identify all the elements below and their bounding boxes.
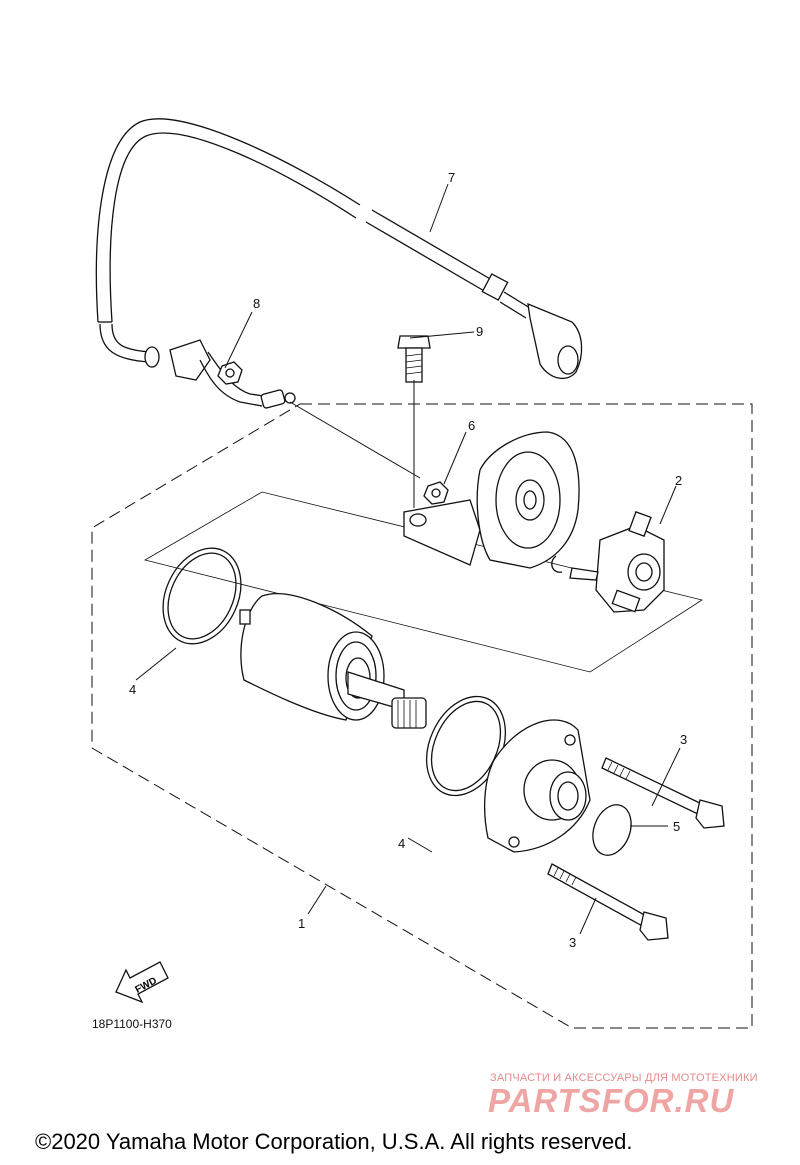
bolt-part-9: [397, 335, 431, 383]
callout-8: 8: [253, 296, 260, 311]
callout-6: 6: [468, 418, 475, 433]
o-ring-upper: [162, 547, 242, 645]
callout-3-upper: 3: [680, 732, 687, 747]
armature-yoke: [239, 593, 427, 729]
starter-cable: [95, 118, 583, 409]
long-bolt-upper: [601, 757, 725, 829]
front-cover: [483, 719, 591, 853]
watermark-brand: PARTSFOR.RU: [488, 1082, 735, 1119]
callout-3-lower: 3: [569, 935, 576, 950]
long-bolt-lower: [547, 863, 669, 941]
assembly-boundary: [91, 403, 753, 1029]
copyright-notice: ©2020 Yamaha Motor Corporation, U.S.A. A…: [35, 1129, 633, 1154]
o-ring-part-5: [592, 804, 632, 856]
nut-part-6: [423, 481, 449, 505]
watermark-tagline: ЗАПЧАСТИ И АКСЕССУАРЫ ДЛЯ МОТОТЕХНИКИ: [490, 1072, 758, 1084]
callout-4-lower: 4: [398, 836, 405, 851]
callout-5: 5: [673, 819, 680, 834]
callout-4-upper: 4: [129, 682, 136, 697]
callout-7: 7: [448, 170, 455, 185]
callout-2: 2: [675, 473, 682, 488]
callout-1: 1: [298, 916, 305, 931]
subassembly-plane: [143, 491, 703, 673]
callout-9: 9: [476, 324, 483, 339]
drawing-code: 18P1100-H370: [92, 1017, 172, 1031]
circlip: [551, 555, 563, 573]
brush-holder-part-2: [569, 511, 665, 613]
fwd-arrow-icon: FWD: [115, 961, 169, 1004]
rear-cover-bracket: [403, 431, 580, 569]
nut-part-8: [217, 361, 243, 385]
